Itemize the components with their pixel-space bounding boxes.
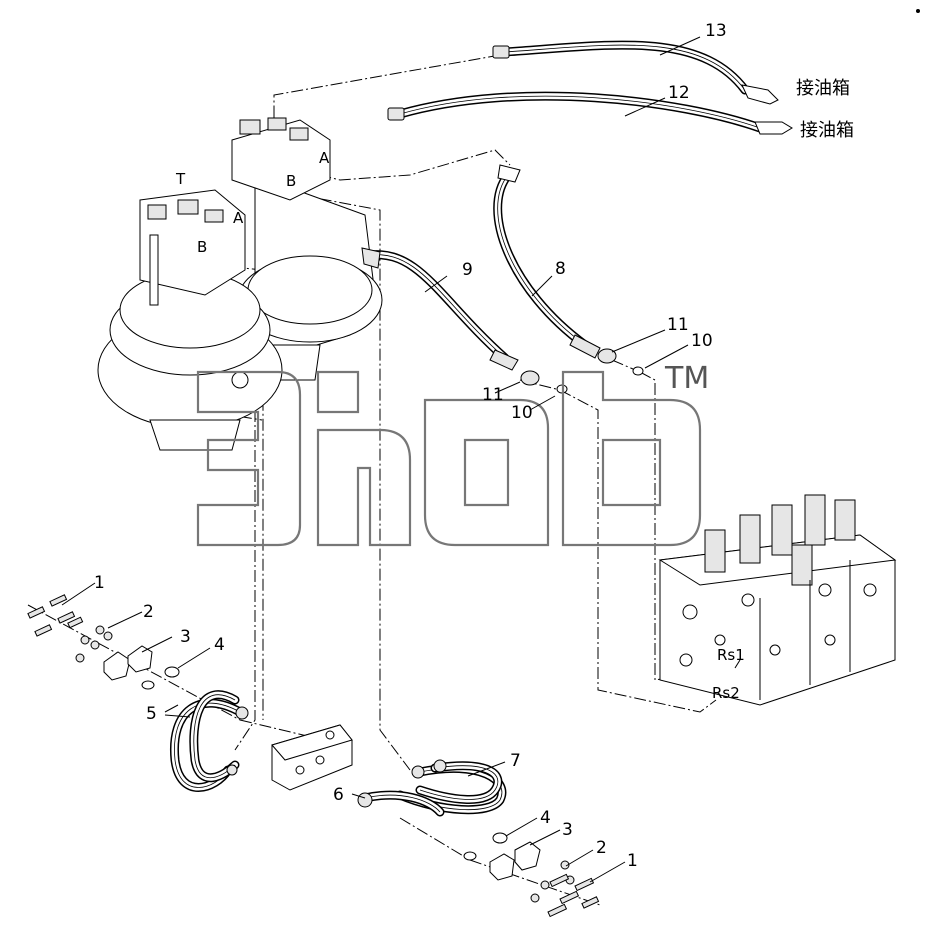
callout-12: 12	[668, 83, 690, 103]
corner-mark-icon	[916, 9, 920, 13]
callout-2-left: 2	[143, 602, 154, 622]
port-label-t: T	[175, 170, 186, 188]
hose-5	[169, 690, 249, 792]
hose-6	[357, 790, 445, 817]
port-label-a-front: A	[233, 209, 244, 227]
assembly-centerlines	[27, 54, 736, 906]
callout-6: 6	[333, 785, 344, 805]
callout-1-left: 1	[94, 573, 105, 593]
callout-3-left: 3	[180, 627, 191, 647]
swivel-block	[271, 724, 353, 791]
callout-11-right: 11	[667, 315, 689, 335]
port-label-a-rear: A	[319, 149, 330, 167]
port-label-b-front: B	[197, 238, 207, 256]
hose-9	[361, 247, 519, 371]
callout-8: 8	[555, 259, 566, 279]
callout-10-right: 10	[691, 331, 713, 351]
hose-8	[493, 164, 601, 359]
fitting-11-left	[520, 370, 540, 386]
callout-3-right: 3	[562, 820, 573, 840]
flange-set-left	[27, 594, 180, 690]
callout-11-left: 11	[482, 385, 504, 405]
callout-13: 13	[705, 21, 727, 41]
tank-connection-label-13: 接油箱	[796, 78, 850, 99]
callout-1-right: 1	[627, 851, 638, 871]
callout-10-left: 10	[511, 403, 533, 423]
port-label-b-rear: B	[286, 172, 296, 190]
control-valve	[658, 494, 897, 706]
washer-10-right	[632, 366, 644, 376]
trademark-mark: TM	[664, 361, 709, 396]
flange-set-right	[463, 832, 600, 918]
port-label-rs2: Rs2	[712, 684, 740, 702]
callout-5: 5	[146, 704, 157, 724]
callout-2-right: 2	[596, 838, 607, 858]
callout-7: 7	[510, 751, 521, 771]
callout-4-left: 4	[214, 635, 225, 655]
port-label-rs1: Rs1	[717, 646, 745, 664]
hose-12	[387, 91, 793, 135]
logo-outline-icon: TM	[196, 361, 709, 547]
fitting-11-right	[597, 348, 617, 364]
hose-13	[492, 40, 779, 105]
callout-leaders	[61, 36, 741, 883]
tank-connection-label-12: 接油箱	[800, 120, 854, 141]
travel-motor-front	[97, 189, 283, 451]
callout-4-right: 4	[540, 808, 551, 828]
callout-9: 9	[462, 260, 473, 280]
